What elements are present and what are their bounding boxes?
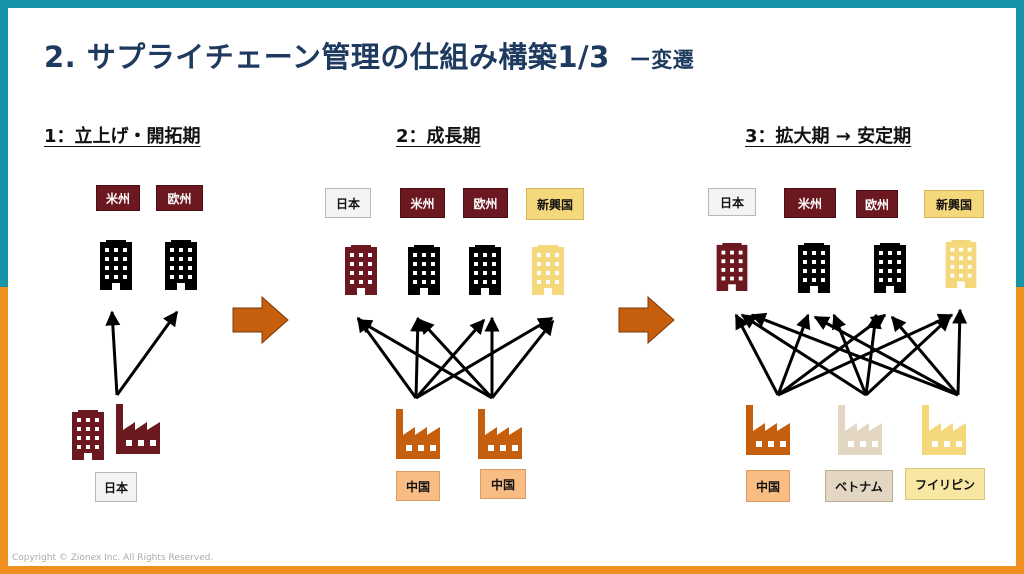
title-subtitle: ー変遷 bbox=[629, 48, 695, 72]
phase-2-factory-china-2: 中国 bbox=[480, 469, 526, 499]
title-text: 2. サプライチェーン管理の仕組み構築1/3 bbox=[44, 40, 610, 74]
slide-title: 2. サプライチェーン管理の仕組み構築1/3 ー変遷 bbox=[44, 34, 694, 76]
phase-3-market-europe: 欧州 bbox=[856, 190, 898, 218]
phase-1-factory-japan: 日本 bbox=[95, 472, 137, 502]
phase-3-market-japan: 日本 bbox=[708, 188, 756, 216]
phase-2-market-europe: 欧州 bbox=[463, 188, 508, 218]
phase-3-heading: 3：拡大期 → 安定期 bbox=[745, 126, 912, 147]
phase-1-market-americas: 米州 bbox=[96, 185, 140, 211]
phase-2-market-japan: 日本 bbox=[325, 188, 371, 218]
phase-3-factory-vietnam: ベトナム bbox=[825, 470, 893, 502]
phase-1-market-europe: 欧州 bbox=[156, 185, 203, 211]
phase-1-heading: 1：立上げ・開拓期 bbox=[44, 126, 201, 147]
phase-3-market-americas: 米州 bbox=[784, 188, 836, 218]
phase-2-factory-china-1: 中国 bbox=[396, 471, 440, 501]
phase-2-heading: 2：成長期 bbox=[396, 126, 481, 147]
copyright-footer: Copyright © Zionex Inc. All Rights Reser… bbox=[12, 553, 214, 563]
phase-3-factory-china: 中国 bbox=[746, 470, 790, 502]
phase-3-market-emerging: 新興国 bbox=[924, 190, 984, 218]
phase-3-factory-philippines: フイリピン bbox=[905, 468, 985, 500]
phase-2-market-americas: 米州 bbox=[400, 188, 445, 218]
phase-2-market-emerging: 新興国 bbox=[526, 188, 584, 220]
